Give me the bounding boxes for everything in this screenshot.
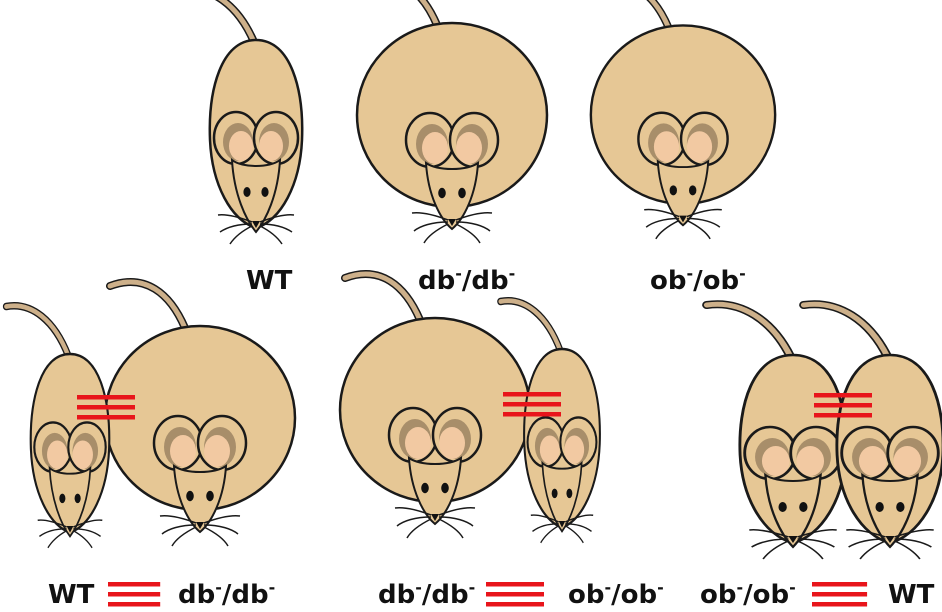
triple-line-icon: [814, 393, 872, 418]
genotype-label-wt: WT: [246, 266, 293, 296]
pair-ob-wt: [707, 304, 942, 559]
triple-line-icon: [503, 392, 561, 417]
pair-label-left-ob-wt: ob-/ob-: [700, 578, 796, 610]
single-mouse-wt: [181, 0, 302, 244]
pair-label-left-wt-db: WT: [48, 580, 95, 610]
triple-line-icon: [486, 582, 544, 607]
pair-wt-db: [6, 282, 295, 548]
pair-label-right-wt-db: db-/db-: [178, 578, 275, 610]
pair-label-right-db-ob: ob-/ob-: [568, 578, 664, 610]
single-mouse-db: [357, 0, 547, 243]
mouse-icon: [6, 306, 109, 548]
genotype-label-db: db-/db-: [418, 264, 515, 296]
mouse-icon: [105, 282, 295, 546]
single-mouse-ob: [591, 0, 775, 239]
triple-line-icon: [812, 582, 867, 607]
mouse-icon: [591, 0, 775, 239]
genotype-label-ob: ob-/ob-: [650, 264, 746, 296]
triple-line-icon: [77, 395, 135, 420]
mouse-icon: [181, 0, 302, 244]
pair-label-right-ob-wt: WT: [888, 580, 935, 610]
triple-line-icon: [108, 582, 160, 607]
pair-db-ob: [340, 274, 600, 543]
mouse-icon: [357, 0, 547, 243]
mouse-icon: [707, 304, 846, 559]
pair-label-left-db-ob: db-/db-: [378, 578, 475, 610]
mouse-icon: [340, 274, 530, 538]
